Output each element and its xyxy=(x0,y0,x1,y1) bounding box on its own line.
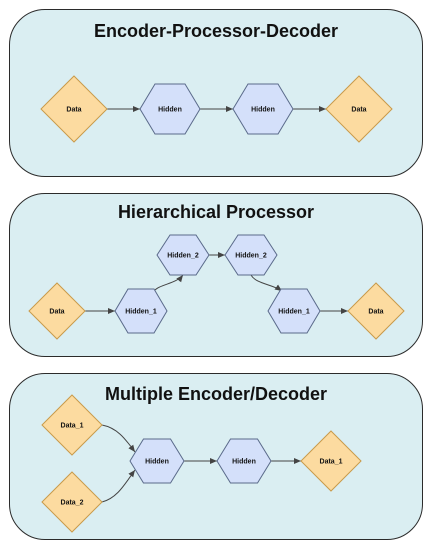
hexagon-shape xyxy=(156,234,210,276)
hidden-node-p2_hidden2_b: Hidden_2 xyxy=(224,234,278,276)
node-label: Hidden_2 xyxy=(235,253,267,260)
hidden-node-p2_hidden1_b: Hidden_1 xyxy=(267,288,321,334)
data-node-p3_data2: Data_2 xyxy=(41,471,103,533)
data-node-p3_data1: Data_1 xyxy=(41,394,103,456)
hexagon-shape xyxy=(216,438,272,484)
hexagon-shape xyxy=(139,83,201,135)
panel-hierarchical-processor: Hierarchical Processor xyxy=(9,193,423,357)
hidden-node-p3_hidden_b: Hidden xyxy=(216,438,272,484)
data-node-p1_data_out: Data xyxy=(325,75,393,143)
diamond-shape xyxy=(40,75,108,143)
data-node-p2_data_out: Data xyxy=(347,282,405,340)
hexagon-shape xyxy=(232,83,294,135)
node-label: Data_2 xyxy=(61,500,84,507)
panel-title: Hierarchical Processor xyxy=(117,202,315,222)
hexagon-shape xyxy=(267,288,321,334)
edge-arrow-p3_data2-to-p3_hidden_a xyxy=(101,469,136,503)
node-label: Hidden xyxy=(232,459,256,466)
diamond-shape xyxy=(28,282,86,340)
data-node-p1_data_in: Data xyxy=(40,75,108,143)
diamond-shape xyxy=(347,282,405,340)
diamond-shape xyxy=(41,394,103,456)
node-label: Data xyxy=(49,309,64,316)
node-label: Hidden_1 xyxy=(125,309,157,316)
edge-arrow-p2_hidden2_b-to-p2_hidden1_b xyxy=(250,274,283,292)
hexagon-shape xyxy=(224,234,278,276)
node-label: Data xyxy=(351,107,366,114)
node-label: Data_1 xyxy=(320,459,343,466)
node-label: Hidden xyxy=(145,459,169,466)
panel-title: Multiple Encoder/Decoder xyxy=(104,384,328,404)
panel-title: Encoder-Processor-Decoder xyxy=(93,21,339,41)
node-label: Data xyxy=(66,107,81,114)
diamond-shape xyxy=(300,430,362,492)
hidden-node-p2_hidden1_a: Hidden_1 xyxy=(114,288,168,334)
hexagon-shape xyxy=(129,438,185,484)
hidden-node-p1_hidden_b: Hidden xyxy=(232,83,294,135)
edge-arrow-p2_hidden1_a-to-p2_hidden2_a xyxy=(153,274,184,292)
diamond-shape xyxy=(41,471,103,533)
hidden-node-p3_hidden_a: Hidden xyxy=(129,438,185,484)
diamond-shape xyxy=(325,75,393,143)
node-label: Hidden_2 xyxy=(167,253,199,260)
node-label: Hidden_1 xyxy=(278,309,310,316)
edge-arrow-p3_data1-to-p3_hidden_a xyxy=(101,424,136,453)
node-label: Hidden xyxy=(251,107,275,114)
hidden-node-p1_hidden_a: Hidden xyxy=(139,83,201,135)
node-label: Data xyxy=(368,309,383,316)
hexagon-shape xyxy=(114,288,168,334)
data-node-p3_data_out: Data_1 xyxy=(300,430,362,492)
node-label: Data_1 xyxy=(61,423,84,430)
data-node-p2_data_in: Data xyxy=(28,282,86,340)
hidden-node-p2_hidden2_a: Hidden_2 xyxy=(156,234,210,276)
node-label: Hidden xyxy=(158,107,182,114)
